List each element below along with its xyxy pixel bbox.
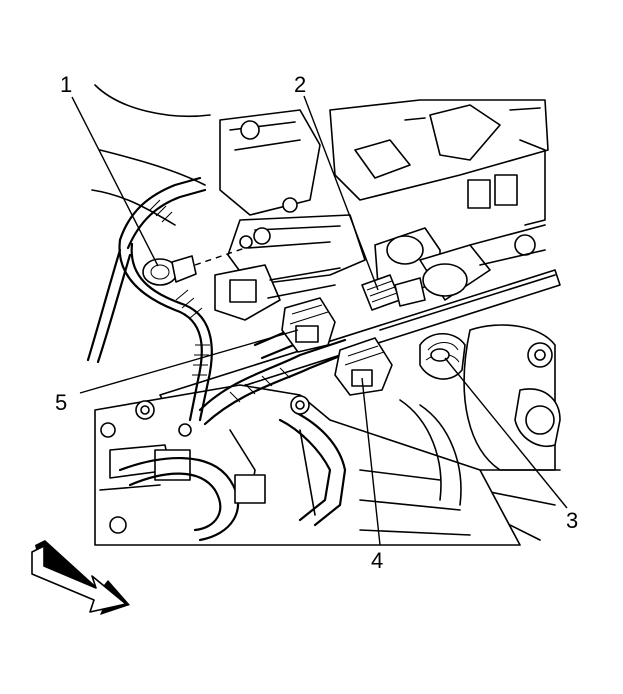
callout-3: 3 [566, 508, 578, 533]
leader-line-4 [361, 377, 381, 546]
left-electrical-connector [281, 297, 336, 353]
callout-1: 1 [60, 72, 72, 97]
callout-4: 4 [371, 548, 383, 573]
leader-line-1 [71, 96, 159, 267]
callout-2: 2 [294, 72, 306, 97]
callout-5: 5 [55, 390, 67, 415]
callout-labels: 1 2 3 4 5 [55, 72, 578, 573]
sensor-connector [361, 274, 426, 311]
leader-line-3 [444, 357, 568, 509]
wiring-harness [86, 176, 352, 426]
leader-line-2 [303, 95, 379, 291]
leader-line-5 [79, 329, 299, 394]
front-arrow-icon [31, 540, 130, 615]
engine-block [91, 84, 561, 546]
callout-leaders [71, 95, 568, 546]
harness-retainer-clip [142, 247, 246, 286]
harness-tape-wraps [149, 199, 210, 376]
harness-clip-right [419, 332, 466, 380]
